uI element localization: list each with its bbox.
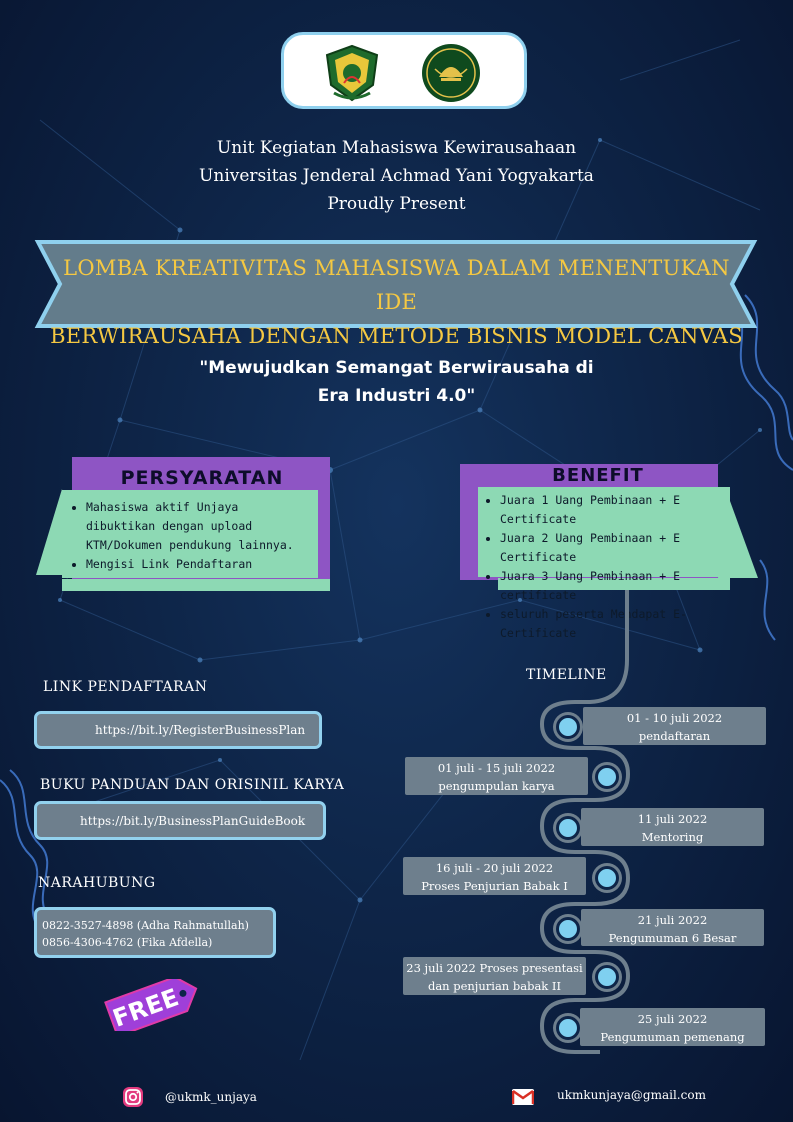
instagram-icon xyxy=(123,1087,143,1107)
tagline-line-2: Era Industri 4.0" xyxy=(317,386,476,406)
timeline-event-date: 16 juli - 20 juli 2022 xyxy=(435,861,554,875)
guide-url[interactable]: https://bit.ly/BusinessPlanGuideBook xyxy=(80,814,306,828)
timeline-event: 01 juli - 15 juli 2022 pengumpulan karya xyxy=(405,757,588,795)
tagline-line-1: "Mewujudkan Semangat Berwirausaha di xyxy=(199,358,594,378)
persyaratan-item: Mengisi Link Pendaftaran xyxy=(86,555,310,574)
persyaratan-item: Mahasiswa aktif Unjaya dibuktikan dengan… xyxy=(86,498,310,555)
timeline-node xyxy=(556,715,580,739)
contact-phone-1[interactable]: 0822-3527-4898 (Adha Rahmatullah) xyxy=(42,919,249,932)
benefit-item: Juara 3 Uang Pembinaan + E certificate xyxy=(500,567,724,605)
guide-label: BUKU PANDUAN DAN ORISINIL KARYA xyxy=(40,777,345,793)
instagram-handle[interactable]: @ukmk_unjaya xyxy=(165,1090,257,1104)
timeline-event-desc: Proses Penjurian Babak I xyxy=(421,879,568,893)
persyaratan-list: Mahasiswa aktif Unjaya dibuktikan dengan… xyxy=(62,490,318,578)
timeline-event-desc: pengumpulan karya xyxy=(438,779,555,793)
register-url[interactable]: https://bit.ly/RegisterBusinessPlan xyxy=(95,723,306,737)
guide-link[interactable]: https://bit.ly/BusinessPlanGuideBook xyxy=(34,801,326,840)
gmail-icon xyxy=(512,1089,534,1105)
timeline-event: 23 juli 2022 Proses presentasi dan penju… xyxy=(403,957,586,995)
title-line-1: LOMBA KREATIVITAS MAHASISWA DALAM MENENT… xyxy=(63,256,730,314)
timeline-event-date: 25 juli 2022 xyxy=(637,1012,708,1026)
timeline-event-date: 21 juli 2022 xyxy=(637,913,708,927)
intro-line-3: Proudly Present xyxy=(327,194,466,214)
title-banner xyxy=(34,240,758,328)
timeline-event-date: 23 juli 2022 Proses presentasi xyxy=(406,961,583,975)
timeline-node xyxy=(595,765,619,789)
timeline-node xyxy=(556,1016,580,1040)
timeline-event-date: 01 juli - 15 juli 2022 xyxy=(437,761,556,775)
competition-title: LOMBA KREATIVITAS MAHASISWA DALAM MENENT… xyxy=(50,251,743,353)
benefit-item: Juara 2 Uang Pembinaan + E Certificate xyxy=(500,529,724,567)
benefit-item: seluruh peserta Mendapat E-Certificate xyxy=(500,605,724,643)
benefit-heading: BENEFIT xyxy=(478,464,718,488)
timeline-event: 11 juli 2022 Mentoring xyxy=(581,808,764,846)
timeline-event: 21 juli 2022 Pengumuman 6 Besar xyxy=(581,909,764,946)
logo-bar xyxy=(281,32,527,109)
timeline-node xyxy=(595,866,619,890)
timeline-node xyxy=(595,965,619,989)
timeline-node xyxy=(556,917,580,941)
contact-label: NARAHUBUNG xyxy=(38,875,156,891)
timeline-event-date: 11 juli 2022 xyxy=(637,812,708,826)
ukmk-badge-logo xyxy=(422,44,480,102)
intro-line-1: Unit Kegiatan Mahasiswa Kewirausahaan xyxy=(216,138,577,158)
contact-email[interactable]: ukmkunjaya@gmail.com xyxy=(557,1088,706,1102)
intro-line-2: Universitas Jenderal Achmad Yani Yogyaka… xyxy=(199,166,594,186)
timeline-event-desc: Pengumuman pemenang xyxy=(600,1030,745,1044)
benefit-list: Juara 1 Uang Pembinaan + E Certificate J… xyxy=(478,487,730,640)
timeline-label: TIMELINE xyxy=(526,667,607,683)
persyaratan-heading: PERSYARATAN xyxy=(76,465,328,491)
timeline-event-desc: Pengumuman 6 Besar xyxy=(608,931,737,945)
timeline-event-desc: pendaftaran xyxy=(638,729,711,743)
benefit-item: Juara 1 Uang Pembinaan + E Certificate xyxy=(500,491,724,529)
title-line-2: BERWIRAUSAHA DENGAN METODE BISNIS MODEL … xyxy=(50,324,743,348)
timeline-event: 01 - 10 juli 2022 pendaftaran xyxy=(583,707,766,745)
register-link[interactable]: https://bit.ly/RegisterBusinessPlan xyxy=(34,711,322,749)
free-badge: FREE xyxy=(104,979,198,1031)
contact-box: 0822-3527-4898 (Adha Rahmatullah) 0856-4… xyxy=(34,907,276,958)
university-emblem-logo xyxy=(325,44,379,102)
timeline-event: 16 juli - 20 juli 2022 Proses Penjurian … xyxy=(403,857,586,895)
register-label: LINK PENDAFTARAN xyxy=(43,679,208,695)
timeline-node xyxy=(556,816,580,840)
timeline-event: 25 juli 2022 Pengumuman pemenang xyxy=(580,1008,765,1046)
contact-phone-2[interactable]: 0856-4306-4762 (Fika Afdella) xyxy=(42,936,213,949)
timeline-event-date: 01 - 10 juli 2022 xyxy=(626,711,723,725)
timeline-event-desc: dan penjurian babak II xyxy=(427,979,562,993)
timeline-event-desc: Mentoring xyxy=(641,830,704,844)
